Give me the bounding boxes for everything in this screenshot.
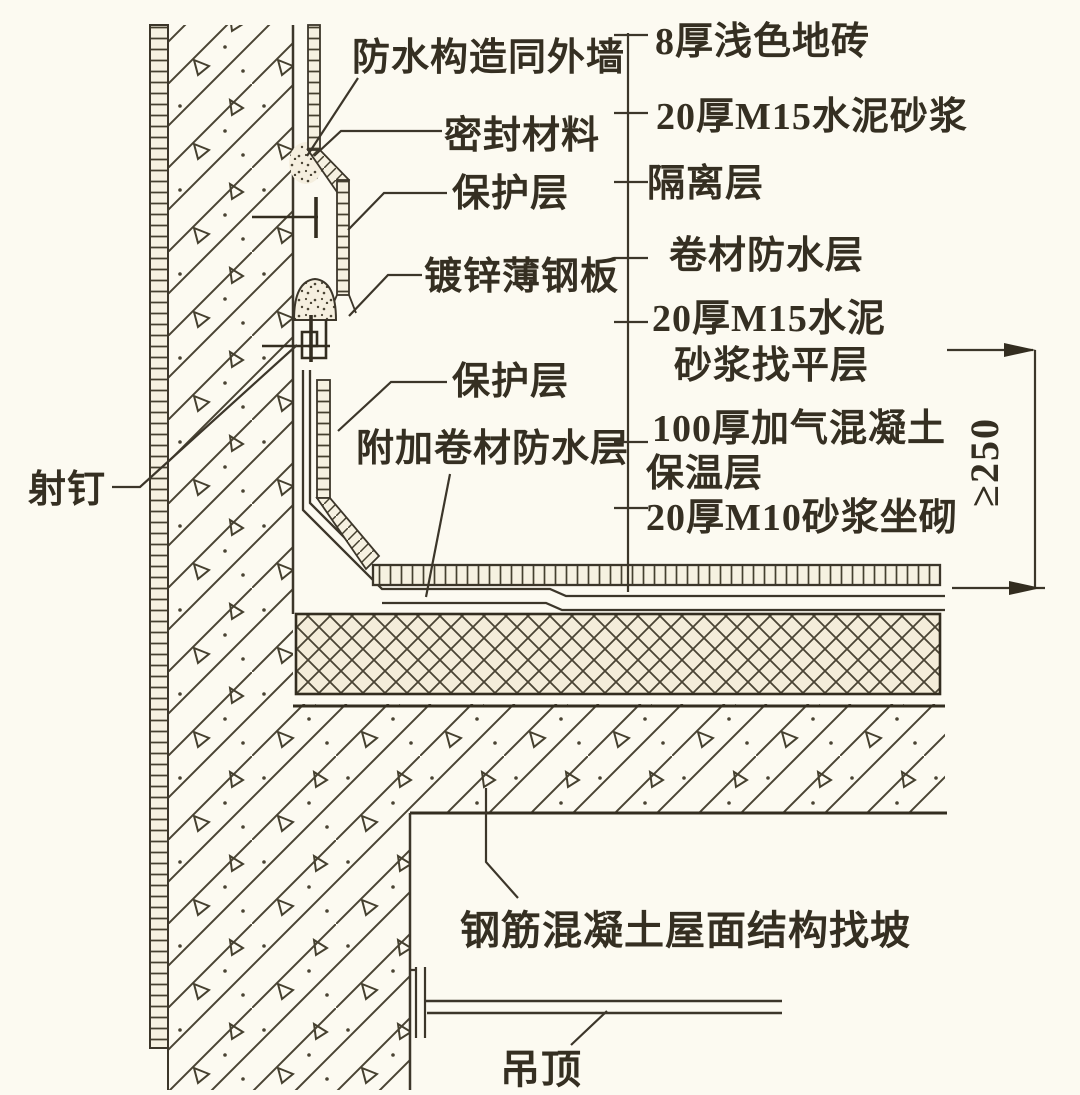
leader-protection-upper: [347, 191, 447, 231]
label-roof-structure: 钢筋混凝土屋面结构找坡: [460, 908, 911, 953]
membrane-line-c: [382, 601, 945, 612]
exterior-wall-finish-strip: [149, 24, 169, 1049]
reinforced-concrete-mass: [168, 25, 945, 1090]
label-power-nail: 射钉: [28, 469, 106, 511]
suspended-ceiling: [410, 967, 782, 1038]
aerated-concrete-insulation-band: [294, 612, 942, 696]
leader-sealing-material: [313, 129, 442, 157]
leader-ceiling: [570, 1010, 608, 1046]
leader-galvanized-sheet: [348, 273, 422, 317]
dimension-arrow-top: [1004, 343, 1036, 357]
membrane-line-a: [301, 370, 945, 598]
parapet-flashing-assembly: [252, 24, 357, 362]
roof-layer-stack: [293, 370, 945, 708]
lower-sealant-dome: [292, 277, 338, 321]
ceiling-board-lines: [425, 999, 782, 1015]
label-galvanized-sheet: 镀锌薄钢板: [424, 256, 619, 298]
galvanized-sheet-profile: [300, 320, 328, 360]
parapet-strip-upper: [307, 24, 321, 151]
label-ceiling: 吊顶: [500, 1047, 582, 1092]
label-protection-upper: 保护层: [452, 173, 569, 215]
dimension-arrow-bottom: [1009, 581, 1041, 595]
leader-roof-structure: [484, 788, 519, 899]
floor-tile-band: [371, 563, 942, 587]
label-protection-lower: 保护层: [452, 361, 569, 403]
leader-lines: [112, 77, 608, 1046]
label-isolation-layer: 隔离层: [647, 163, 764, 205]
label-leveling-line1: 20厚M15水泥: [652, 298, 886, 340]
layer-callout-bracket: [614, 33, 648, 592]
concrete-structure: [149, 24, 947, 1090]
label-insulation-line1: 100厚加气混凝土: [652, 408, 946, 450]
label-waterproof-same-as-wall: 防水构造同外墙: [352, 37, 625, 79]
label-additional-membrane: 附加卷材防水层: [356, 428, 629, 470]
dimension-value: ≥250: [962, 417, 1007, 507]
corner-protection-strip: [315, 497, 381, 571]
labels-bottom: 钢筋混凝土屋面结构找坡 吊顶: [460, 908, 911, 1092]
label-membrane-layer: 卷材防水层: [669, 235, 864, 277]
label-sealing-material: 密封材料: [444, 115, 600, 157]
leader-power-nail: [112, 344, 298, 489]
leader-protection-lower: [337, 380, 447, 432]
label-leveling-line2: 砂浆找平层: [674, 345, 869, 387]
leader-additional-membrane: [424, 473, 452, 598]
labels-right: 8厚浅色地砖 20厚M15水泥砂浆 隔离层 卷材防水层 20厚M15水泥 砂浆找…: [646, 21, 968, 539]
parapet-strip-lower: [336, 179, 350, 296]
label-bedding-mortar: 20厚M10砂浆坐砌: [646, 497, 958, 539]
label-insulation-line2: 保温层: [646, 453, 763, 495]
ceiling-hanger: [410, 967, 427, 1038]
wall-protection-strip: [316, 379, 331, 499]
label-cement-mortar: 20厚M15水泥砂浆: [656, 96, 968, 138]
labels-left: 防水构造同外墙 密封材料 保护层 镀锌薄钢板 保护层 附加卷材防水层 射钉: [28, 37, 629, 511]
leader-waterproof-same-as-wall: [306, 77, 359, 157]
dimension-250: ≥250: [947, 343, 1045, 595]
label-floor-tile: 8厚浅色地砖: [655, 21, 870, 63]
